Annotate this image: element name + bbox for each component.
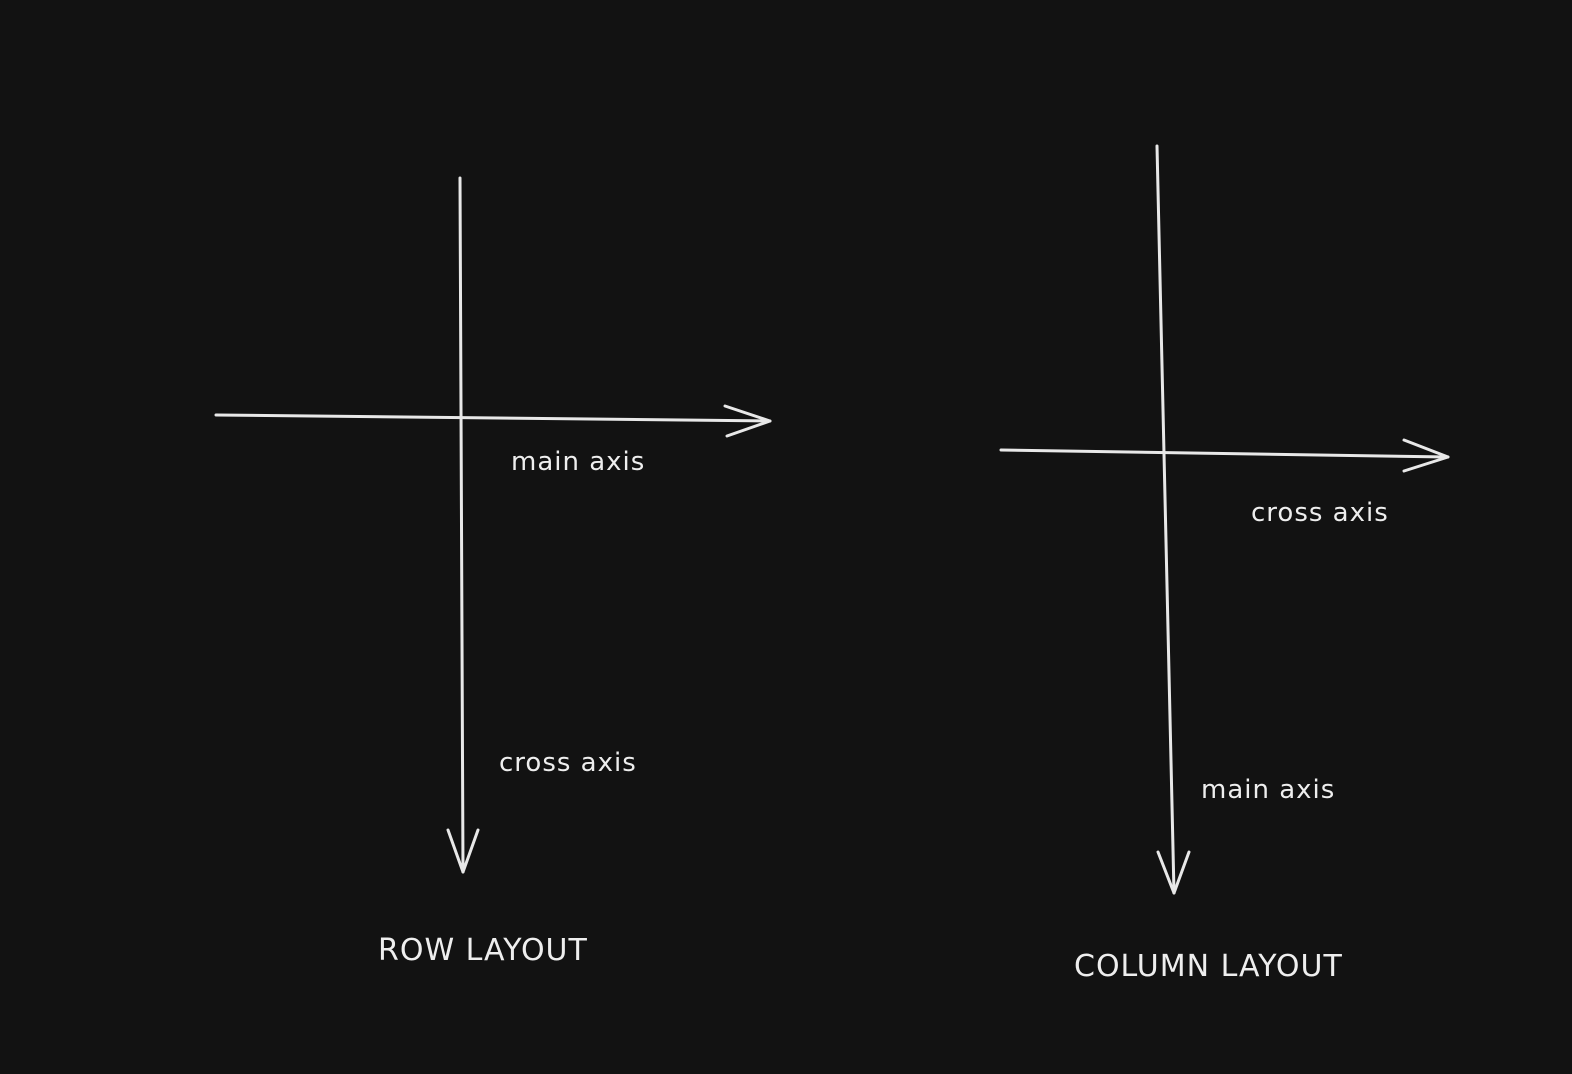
column-vertical-axis-line — [1155, 144, 1176, 895]
row-horizontal-axis-line — [214, 413, 772, 423]
column-layout-title: COLUMN LAYOUT — [1074, 949, 1343, 984]
column-vertical-arrowhead-icon — [1156, 850, 1191, 895]
row-cross-axis-label: cross axis — [499, 748, 637, 778]
row-layout-title: ROW LAYOUT — [378, 933, 588, 968]
column-main-axis-label: main axis — [1201, 775, 1335, 805]
column-horizontal-arrowhead-icon — [1402, 438, 1450, 473]
row-vertical-arrowhead-icon — [446, 828, 480, 874]
row-horizontal-arrowhead-icon — [723, 404, 772, 438]
row-layout-diagram: main axis cross axis ROW LAYOUT — [214, 176, 772, 968]
column-layout-diagram: cross axis main axis COLUMN LAYOUT — [999, 144, 1450, 984]
column-cross-axis-label: cross axis — [1251, 498, 1389, 528]
row-vertical-axis-line — [458, 176, 465, 874]
column-horizontal-axis-line — [999, 448, 1450, 459]
row-main-axis-label: main axis — [511, 447, 645, 477]
